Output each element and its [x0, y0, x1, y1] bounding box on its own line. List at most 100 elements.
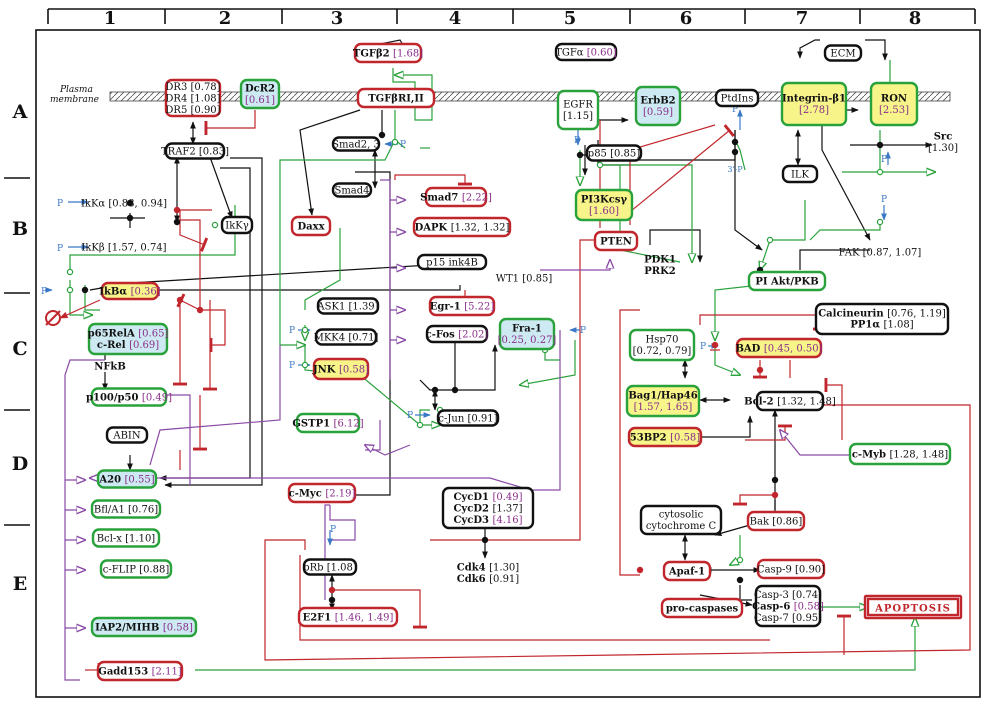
node-src-line: Src — [934, 132, 953, 143]
node-dapk-line: DAPK [1.32, 1.32] — [415, 222, 510, 233]
node-prb-line: pRb [1.08] — [303, 562, 357, 573]
grid-row-label: B — [12, 218, 28, 240]
node-ecm-text: ECM — [830, 48, 855, 59]
node-bclx: Bcl-x [1.10] — [91, 528, 161, 548]
grid-col-label: 2 — [219, 8, 232, 29]
node-casp367-text: [0.95] — [792, 613, 822, 624]
node-bfl-box — [90, 499, 162, 519]
node-ikba-box — [100, 281, 160, 301]
node-integrin-text: [2.78] — [799, 105, 829, 116]
node-akt-box — [747, 270, 827, 292]
node-calcineurin-line: Calcineurin [0.76, 1.19] — [818, 309, 946, 320]
node-cycd-text: CycD3 — [453, 515, 492, 526]
node-tgfb2-box — [353, 42, 423, 64]
node-ikka-text: IkKα — [81, 198, 108, 209]
node-bak-text: [0.86] — [772, 516, 802, 527]
node-dr345: DR3 [0.78]DR4 [1.08]DR5 [0.90] — [164, 78, 222, 118]
node-calcineurin-text: [0.76, 1.19] — [887, 309, 946, 320]
node-bfl-text: [0.76] — [128, 504, 158, 515]
node-cdk-text: Cdk4 — [457, 563, 489, 574]
node-ilk-line: ILK — [791, 169, 810, 180]
node-bclx-text: [1.10] — [125, 533, 155, 544]
node-p65-text: p65RelA — [88, 329, 139, 340]
node-p100: p100/p50 [0.49] — [86, 387, 172, 407]
node-abin-box — [105, 426, 149, 444]
grid-col-label: 4 — [449, 8, 462, 29]
grid-row-label: D — [12, 453, 28, 475]
node-cmyc-line: c-Myc [2.19] — [289, 488, 356, 499]
junction-dot — [731, 138, 739, 146]
junction-dot — [126, 214, 134, 222]
pathway-edges — [45, 39, 971, 681]
node-cycd-text: CycD1 — [453, 492, 492, 503]
node-pdk-text: PRK2 — [644, 266, 676, 277]
node-mkk4-text: [0.71] — [348, 332, 378, 343]
node-tgfa-text: [0.60] — [587, 47, 617, 58]
node-dcr2-line: DcR2 — [245, 84, 275, 95]
node-cflip-text: [0.88] — [139, 564, 169, 575]
node-cjun: c-Jun [0.91] — [436, 409, 500, 427]
node-jnk-text: JNK — [312, 364, 339, 375]
node-tgfa-box — [554, 42, 618, 62]
node-gadd153-box — [96, 660, 184, 682]
node-smad4-box — [331, 182, 373, 198]
node-traf2-text: TRAF2 — [161, 146, 199, 157]
junction-dot — [416, 421, 424, 429]
node-a20-text: A20 — [98, 474, 124, 485]
node-abin: ABIN — [105, 426, 149, 444]
node-prb-box — [302, 558, 358, 576]
node-mkk4: MKK4 [0.71] — [314, 328, 379, 346]
phosphate-3p-label: 3'-P — [727, 165, 743, 174]
node-ecm-line: ECM — [830, 48, 855, 59]
node-cytoc-box — [639, 504, 723, 536]
node-pdk-text: PDK1 — [644, 255, 676, 266]
node-cfos: c-Fos [2.02] — [426, 324, 488, 344]
node-casp367-text: Casp-7 — [754, 613, 792, 624]
node-bad-text: BAD — [735, 343, 763, 354]
node-jnk-text: [0.58] — [339, 364, 369, 375]
node-e2f1-line: E2F1 [1.46, 1.49] — [303, 612, 394, 623]
node-daxx-line: Daxx — [297, 221, 325, 232]
node-cflip-box — [99, 559, 173, 579]
node-dr345-box — [164, 78, 222, 118]
node-ikba-text: IkBα — [99, 286, 130, 297]
grid-row-label: C — [12, 338, 27, 360]
node-cjun-line: c-Jun [0.91] — [438, 413, 497, 424]
node-ilk-box — [781, 164, 819, 184]
node-ikka-text: [0.88, 0.94] — [108, 198, 167, 209]
node-dr345-text: [0.90] — [191, 105, 221, 116]
node-ikba-line: IkBα [0.36] — [99, 286, 160, 297]
node-ikkg-line: IkKγ — [225, 220, 248, 231]
phosphate-label: P — [881, 155, 887, 165]
node-pi3k-text: PI3Kcsγ — [581, 195, 628, 206]
node-cytoc-line: cytosolic — [659, 510, 704, 521]
node-pi3k-line: PI3Kcsγ — [581, 195, 628, 206]
node-p100-text: p100/p50 — [86, 392, 142, 403]
node-cytoc-text: cytochrome C — [646, 521, 717, 532]
phosphate-label: P — [700, 342, 706, 352]
node-dapk-text: [1.32, 1.32] — [451, 222, 510, 233]
node-a20-line: A20 [0.55] — [98, 474, 154, 485]
node-gstp1-text: GSTP1 — [292, 418, 333, 429]
node-pi3k-line: [1.60] — [589, 206, 619, 217]
grid-col-label: 3 — [331, 8, 344, 29]
junction-dot — [66, 268, 74, 276]
node-egr1: Egr-1 [5.22] — [428, 295, 496, 317]
node-casp367-line: Casp-6 [0.58] — [752, 601, 824, 612]
node-tgfb2-line: TGFβ2 [1.68] — [353, 48, 423, 59]
node-tgfb2-text: [1.68] — [393, 48, 423, 59]
degradation-symbol — [45, 310, 61, 326]
phosphate-label: P — [289, 326, 295, 336]
node-mkk4-line: MKK4 [0.71] — [314, 332, 379, 343]
node-dapk-text: DAPK — [415, 222, 451, 233]
phosphate-label: P — [407, 411, 413, 421]
node-iap2-box — [90, 616, 198, 638]
node-cycd-line: CycD2 [1.37] — [453, 503, 522, 514]
junction-dot — [576, 151, 584, 159]
node-procasp: pro-caspases — [660, 597, 744, 619]
node-dr345-line: DR3 [0.78] — [165, 82, 220, 93]
node-a20-text: [0.55] — [125, 474, 155, 485]
node-fra1-text: [0.25, 0.27] — [498, 335, 557, 346]
junction-dot — [756, 366, 764, 374]
